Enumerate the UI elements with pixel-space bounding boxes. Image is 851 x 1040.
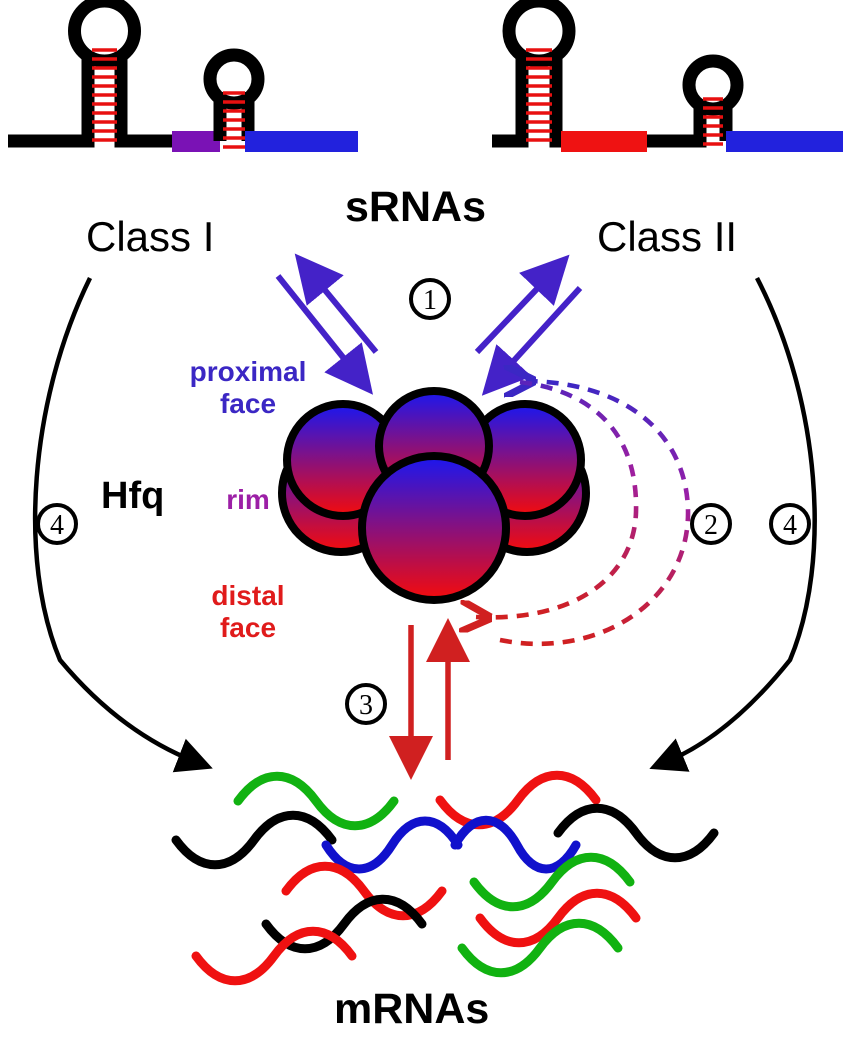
label-class-ii: Class II (597, 213, 738, 260)
classII-direct-pathway-curve (649, 276, 817, 772)
hfq-subunit-front (358, 452, 510, 604)
classII-tail-red (561, 131, 647, 152)
mrna-wave (281, 861, 447, 921)
base-pairs-hairpin1 (526, 48, 552, 142)
label-proximal-face-line1: proximal (189, 356, 307, 387)
classI-tail-purple (172, 131, 220, 152)
mrna-wave (469, 852, 635, 912)
step3-arrows (389, 618, 470, 780)
base-pairs-hairpin2 (223, 91, 245, 149)
base-pairs-hairpin1 (92, 48, 117, 142)
label-distal-face-line1: distal (211, 580, 285, 611)
step-2-number: 2 (704, 510, 718, 541)
step-number-circles (36, 278, 811, 725)
mrna-wave (233, 771, 399, 831)
mrna-wave (171, 810, 337, 870)
mrna-wave (450, 815, 581, 874)
srna-class-i (8, 0, 358, 152)
mrna-pool (171, 770, 719, 986)
step-4-right-number: 4 (783, 510, 797, 541)
step2-inner-dashed-arrow (476, 379, 639, 617)
hfq-hexamer (278, 387, 590, 604)
label-proximal-face-line2: face (219, 388, 277, 419)
mrna-wave (553, 803, 719, 863)
mrna-wave (457, 918, 623, 978)
page-title-mrnas: mRNAs (334, 985, 490, 1033)
label-class-i: Class I (86, 213, 215, 260)
step1-arrows (275, 253, 583, 396)
classI-direct-pathway-curve (32, 277, 213, 773)
label-hfq: Hfq (101, 475, 165, 517)
mrna-wave (435, 770, 601, 830)
mrna-wave (321, 816, 463, 874)
label-rim: rim (226, 484, 270, 515)
srna-class-ii (492, 0, 843, 152)
base-pairs-hairpin2 (703, 97, 723, 146)
step2-outer-dashed-arrow (499, 381, 691, 647)
classII-tail-blue (726, 131, 843, 152)
mrna-wave (191, 926, 357, 986)
step-number-text: 1 4 2 4 3 (50, 285, 797, 721)
mrna-wave (475, 888, 641, 948)
classI-tail-blue (245, 131, 358, 152)
label-distal-face-line2: face (219, 612, 277, 643)
step-1-number: 1 (423, 285, 437, 316)
page-title-srnas: sRNAs (345, 183, 486, 231)
step-4-left-number: 4 (50, 510, 64, 541)
step-3-number: 3 (359, 690, 373, 721)
